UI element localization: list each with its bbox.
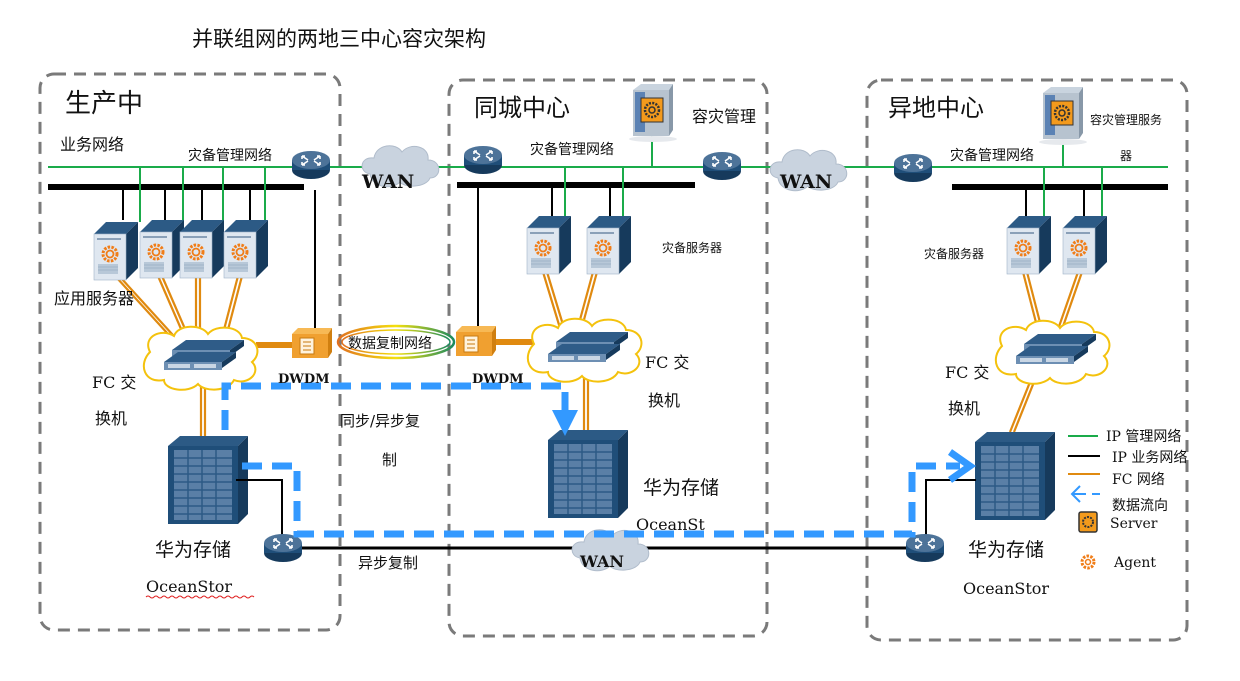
dr-server-remote-1 xyxy=(1005,214,1053,276)
storage-same-city xyxy=(547,429,629,519)
zone-same-city-title: 同城中心 xyxy=(474,94,570,122)
legend-label: IP 管理网络 xyxy=(1106,429,1181,445)
wan-label-2: WAN xyxy=(779,171,832,193)
legend-label: FC 网络 xyxy=(1112,472,1165,488)
fc-link-dwdm-same-city xyxy=(496,339,538,345)
dwdm-label-same-city: DWDM xyxy=(472,372,524,387)
router-remote-mgmt xyxy=(893,153,933,183)
spellcheck-underline xyxy=(145,595,255,599)
fc-switch-label-same-city-1: FC 交 xyxy=(645,353,689,372)
storage-to-router-link-production xyxy=(236,479,283,540)
legend-label: IP 业务网络 xyxy=(1112,450,1187,466)
mgmt-server-label-remote-2: 器 xyxy=(1120,149,1132,163)
diagram-title: 并联组网的两地三中心容灾架构 xyxy=(192,27,486,51)
app-server-3 xyxy=(178,218,226,280)
dwdm-label-production: DWDM xyxy=(278,372,330,387)
dr-management-server-same-city xyxy=(627,82,679,144)
router-remote-wan xyxy=(905,533,945,563)
mgmt-network-label-remote: 灾备管理网络 xyxy=(950,147,1034,164)
zone-production-title: 生产中 xyxy=(65,89,143,119)
fc-switch-production xyxy=(142,325,259,391)
dr-servers-label-same-city: 灾备服务器 xyxy=(662,240,722,255)
zone-remote xyxy=(865,78,1189,642)
mgmt-server-label-same-city: 容灾管理 xyxy=(692,107,756,126)
dr-servers-label-remote: 灾备服务器 xyxy=(924,246,984,261)
legend-blue-dashed-arrow-icon xyxy=(1070,485,1100,503)
dwdm-production xyxy=(291,327,333,359)
service-network-bar-same-city xyxy=(457,182,695,188)
mgmt-server-label-remote-1: 容灾管理服务 xyxy=(1090,112,1162,127)
storage-model-same-city: OceanSt xyxy=(636,515,705,534)
service-network-bar-production xyxy=(48,184,304,190)
service-network-bar-remote xyxy=(952,184,1168,190)
legend-label: 数据流向 xyxy=(1112,498,1168,514)
dr-server-same-city-2 xyxy=(585,214,633,276)
dr-management-server-remote xyxy=(1037,85,1089,147)
app-servers-label: 应用服务器 xyxy=(54,289,134,308)
wan-label-3: WAN xyxy=(579,552,624,571)
data-flow-paths xyxy=(221,382,960,538)
router-same-city-right xyxy=(702,151,742,181)
fc-switch-remote xyxy=(994,319,1111,385)
legend-label: Server xyxy=(1110,516,1158,532)
legend-agent-gear-icon xyxy=(1080,554,1096,570)
legend-label: Agent xyxy=(1113,555,1156,571)
data-flow-arrowhead-same-city xyxy=(552,410,578,436)
zone-production xyxy=(38,72,342,632)
fc-link-dwdm-production xyxy=(256,342,296,348)
replication-ring xyxy=(336,324,456,360)
zone-remote-title: 异地中心 xyxy=(888,94,984,122)
zone-same-city xyxy=(447,78,769,638)
fc-switch-label-production-1: FC 交 xyxy=(92,373,136,392)
storage-remote xyxy=(974,431,1056,521)
storage-label-production: 华为存储 xyxy=(155,539,231,561)
data-flow-arrowhead-remote xyxy=(947,449,977,483)
dwdm-same-city xyxy=(455,325,497,357)
sync-async-label-1: 同步/异步复 xyxy=(340,412,420,430)
replication-network-label: 数据复制网络 xyxy=(348,335,432,352)
router-production-wan xyxy=(263,533,303,563)
storage-model-production: OceanStor xyxy=(146,577,232,596)
fc-switch-label-remote-1: FC 交 xyxy=(945,363,989,382)
mgmt-network-label-production: 灾备管理网络 xyxy=(188,147,272,164)
app-server-1 xyxy=(92,220,140,282)
async-replication-label: 异步复制 xyxy=(358,554,418,572)
fc-switch-label-same-city-2: 换机 xyxy=(648,391,680,410)
legend-server-gear-icon xyxy=(1078,511,1098,533)
dr-server-remote-2 xyxy=(1061,214,1109,276)
storage-model-remote: OceanStor xyxy=(963,579,1049,598)
storage-to-router-link-remote xyxy=(925,479,976,540)
mgmt-network-label-same-city: 灾备管理网络 xyxy=(530,141,614,158)
legend: IP 管理网络 IP 业务网络 FC 网络 数据流向 Server Agent xyxy=(1068,429,1187,571)
service-network-label: 业务网络 xyxy=(60,135,124,154)
wan-label-1: WAN xyxy=(361,171,414,193)
storage-label-remote: 华为存储 xyxy=(968,539,1044,561)
fc-switch-label-production-2: 换机 xyxy=(95,409,127,428)
router-production-mgmt xyxy=(291,150,331,180)
router-same-city-left xyxy=(463,145,503,175)
app-server-4 xyxy=(222,218,270,280)
fc-switch-label-remote-2: 换机 xyxy=(948,399,980,418)
app-server-2 xyxy=(138,218,186,280)
storage-label-same-city: 华为存储 xyxy=(643,477,719,499)
fc-switch-same-city xyxy=(526,317,643,383)
dr-server-same-city-1 xyxy=(525,214,573,276)
sync-async-label-2: 制 xyxy=(382,451,397,469)
